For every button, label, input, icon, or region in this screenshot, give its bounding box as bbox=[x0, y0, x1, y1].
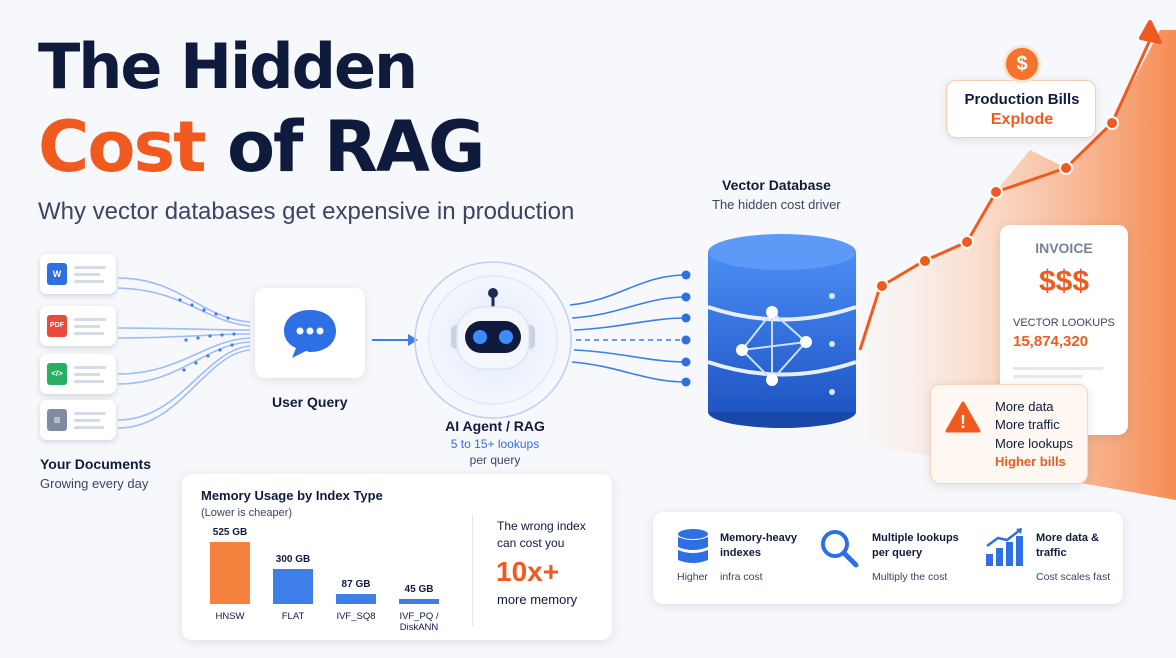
chart-subtitle: (Lower is cheaper) bbox=[201, 507, 293, 519]
documents-title: Your Documents bbox=[40, 456, 151, 472]
warning-line-2: More traffic bbox=[995, 417, 1060, 432]
warning-line-3: More lookups bbox=[995, 436, 1074, 451]
agent-per-query: per query bbox=[469, 453, 521, 467]
subtitle: Why vector databases get expensive in pr… bbox=[38, 198, 575, 225]
user-query-card bbox=[255, 288, 365, 378]
feature-3-title: More data & traffic bbox=[1036, 532, 1099, 559]
feature-3-sub: Cost scales fast bbox=[1036, 571, 1111, 583]
warning-line-1: More data bbox=[995, 399, 1054, 414]
robot-icon bbox=[451, 288, 535, 370]
word-icon: W bbox=[47, 263, 67, 285]
dollar-icon: $ bbox=[1003, 45, 1041, 83]
side-text-2: can cost you bbox=[497, 536, 565, 550]
agent-title: AI Agent / RAG bbox=[445, 418, 545, 434]
pdf-icon: PDF bbox=[47, 315, 67, 337]
side-text-1: The wrong index bbox=[497, 519, 586, 533]
feature-1-title: Memory-heavy indexes bbox=[720, 532, 798, 559]
chart-category-label: FLAT bbox=[281, 611, 305, 622]
warning-icon: ! bbox=[945, 401, 981, 433]
vector-db-title: Vector Database bbox=[722, 177, 831, 193]
feature-1-sub-a: Higher bbox=[677, 571, 708, 583]
features-card: Memory-heavy indexes Higher infra cost M… bbox=[653, 512, 1123, 604]
invoice-title: INVOICE bbox=[1035, 240, 1093, 256]
big-value: 10x+ bbox=[496, 556, 560, 587]
invoice-label: VECTOR LOOKUPS bbox=[1013, 317, 1115, 329]
chart-title: Memory Usage by Index Type bbox=[201, 488, 383, 503]
invoice-amount: $$$ bbox=[1038, 265, 1090, 298]
title-highlight: Cost bbox=[38, 106, 207, 188]
title-line-2: Cost of RAG bbox=[38, 106, 485, 188]
title-line-1: The Hidden bbox=[38, 30, 418, 103]
chart-bar-value: 45 GB bbox=[404, 583, 434, 595]
chart-bar bbox=[336, 593, 376, 604]
vector-db-subtitle: The hidden cost driver bbox=[712, 197, 841, 212]
chart-bar-value: 87 GB bbox=[341, 578, 371, 590]
feature-2-sub: Multiply the cost bbox=[872, 571, 948, 583]
chart-bar-value: 300 GB bbox=[275, 553, 311, 565]
warning-card: ! More data More traffic More lookups Hi… bbox=[930, 384, 1088, 484]
chart-bar-value: 525 GB bbox=[212, 527, 248, 538]
pdf-document: PDF bbox=[40, 306, 116, 346]
side-text-3: more memory bbox=[497, 592, 578, 607]
text-icon: ≡ bbox=[47, 409, 67, 431]
feature-1-sub-b: infra cost bbox=[720, 571, 763, 583]
feature-2-title: Multiple lookups per query bbox=[872, 532, 959, 559]
chart-category-label: IVF_PQ / DiskANN bbox=[399, 611, 439, 633]
growth-chart-icon bbox=[986, 528, 1023, 566]
warning-highlight: Higher bills bbox=[995, 454, 1066, 469]
database-icon bbox=[678, 529, 708, 563]
chart-category-label: IVF_SQ8 bbox=[336, 611, 376, 622]
memory-chart-card: Memory Usage by Index Type (Lower is che… bbox=[182, 474, 612, 640]
bills-line1: Production Bills bbox=[964, 91, 1080, 108]
invoice-value: 15,874,320 bbox=[1013, 333, 1089, 350]
title-rest: of RAG bbox=[226, 106, 485, 188]
code-document: </> bbox=[40, 354, 116, 394]
chart-category-label: HNSW bbox=[215, 611, 245, 622]
chart-bar bbox=[210, 542, 250, 604]
bills-line2: Explode bbox=[990, 111, 1054, 128]
user-query-label: User Query bbox=[272, 394, 348, 410]
word-document: W bbox=[40, 254, 116, 294]
bills-callout: Production Bills Explode bbox=[946, 80, 1096, 138]
code-icon: </> bbox=[47, 363, 67, 385]
chart-bar bbox=[273, 568, 313, 604]
bar-chart: 525 GB HNSW 300 GB FLAT 87 GB IVF_SQ8 45 GB IVF… bbox=[192, 524, 454, 634]
chat-bubble-icon bbox=[284, 310, 336, 358]
magnifier-icon bbox=[821, 530, 859, 568]
svg-text:!: ! bbox=[960, 412, 966, 432]
documents-subtitle: Growing every day bbox=[40, 476, 149, 491]
text-document: ≡ bbox=[40, 400, 116, 440]
chart-bar bbox=[399, 598, 439, 604]
agent-lookups: 5 to 15+ lookups bbox=[450, 437, 540, 451]
database-icon bbox=[707, 234, 857, 428]
